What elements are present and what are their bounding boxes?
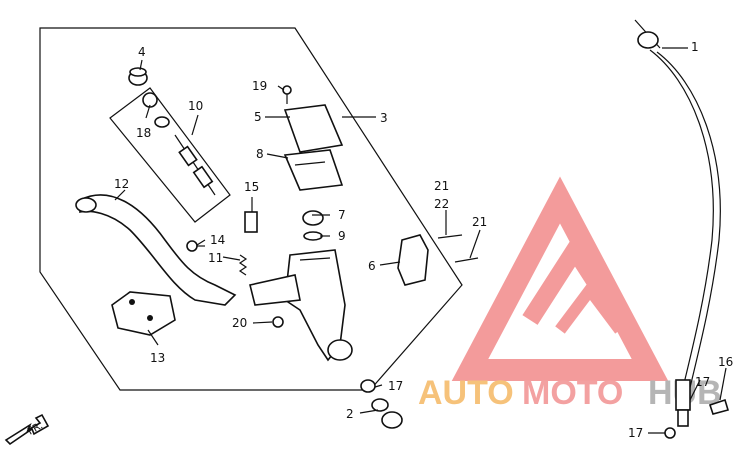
master-cylinder <box>249 249 353 362</box>
boot-7 <box>302 210 324 226</box>
clutch-cable <box>634 19 721 427</box>
sub-boundary <box>109 87 231 223</box>
leader-lines <box>114 47 727 434</box>
watermark-logo <box>451 176 669 381</box>
washer-18 <box>142 92 170 128</box>
callout-18: 18 <box>136 126 151 140</box>
callout-11: 11 <box>208 251 223 265</box>
ring-9 <box>303 231 323 241</box>
clutch-lever <box>75 194 237 306</box>
callout-17-c: 17 <box>628 426 643 440</box>
bolt-20 <box>272 316 284 328</box>
callout-17-a: 17 <box>388 379 403 393</box>
callout-1: 1 <box>691 40 699 54</box>
callout-9: 9 <box>338 229 346 243</box>
bolt-14 <box>186 240 205 252</box>
holder-6 <box>397 234 429 286</box>
callout-3: 3 <box>380 111 388 125</box>
pin-15 <box>244 211 258 233</box>
watermark-moto: MOTO <box>522 374 623 412</box>
piston-10 <box>174 134 216 196</box>
callout-14: 14 <box>210 233 225 247</box>
callout-8: 8 <box>256 147 264 161</box>
callout-5: 5 <box>254 110 262 124</box>
nut-17-c <box>664 427 676 439</box>
callout-21-b: 21 <box>472 215 487 229</box>
callout-19: 19 <box>252 79 267 93</box>
screw-19 <box>282 85 292 104</box>
callout-15: 15 <box>244 180 259 194</box>
bolt-21 <box>454 257 479 263</box>
callout-21-a: 21 <box>434 179 449 193</box>
callout-10: 10 <box>188 99 203 113</box>
cover-5 <box>283 104 344 153</box>
callout-4: 4 <box>138 45 146 59</box>
clutch-switch <box>111 291 176 336</box>
fitting-2 <box>371 398 403 429</box>
front-direction-arrow <box>4 413 50 446</box>
nut-17-a <box>360 379 376 393</box>
callout-13: 13 <box>150 351 165 365</box>
diaphragm-8 <box>283 149 344 191</box>
cap-4 <box>128 67 148 86</box>
spring-11 <box>238 254 248 276</box>
callout-6: 6 <box>368 259 376 273</box>
callout-16: 16 <box>718 355 733 369</box>
callout-20: 20 <box>232 316 247 330</box>
callout-12: 12 <box>114 177 129 191</box>
callout-7: 7 <box>338 208 346 222</box>
bolt-16 <box>708 398 730 415</box>
bolt-22 <box>437 234 463 239</box>
callout-22: 22 <box>434 197 449 211</box>
callout-2: 2 <box>346 407 354 421</box>
callout-17-b: 17 <box>695 375 710 389</box>
watermark-auto: AUTO <box>418 374 514 412</box>
